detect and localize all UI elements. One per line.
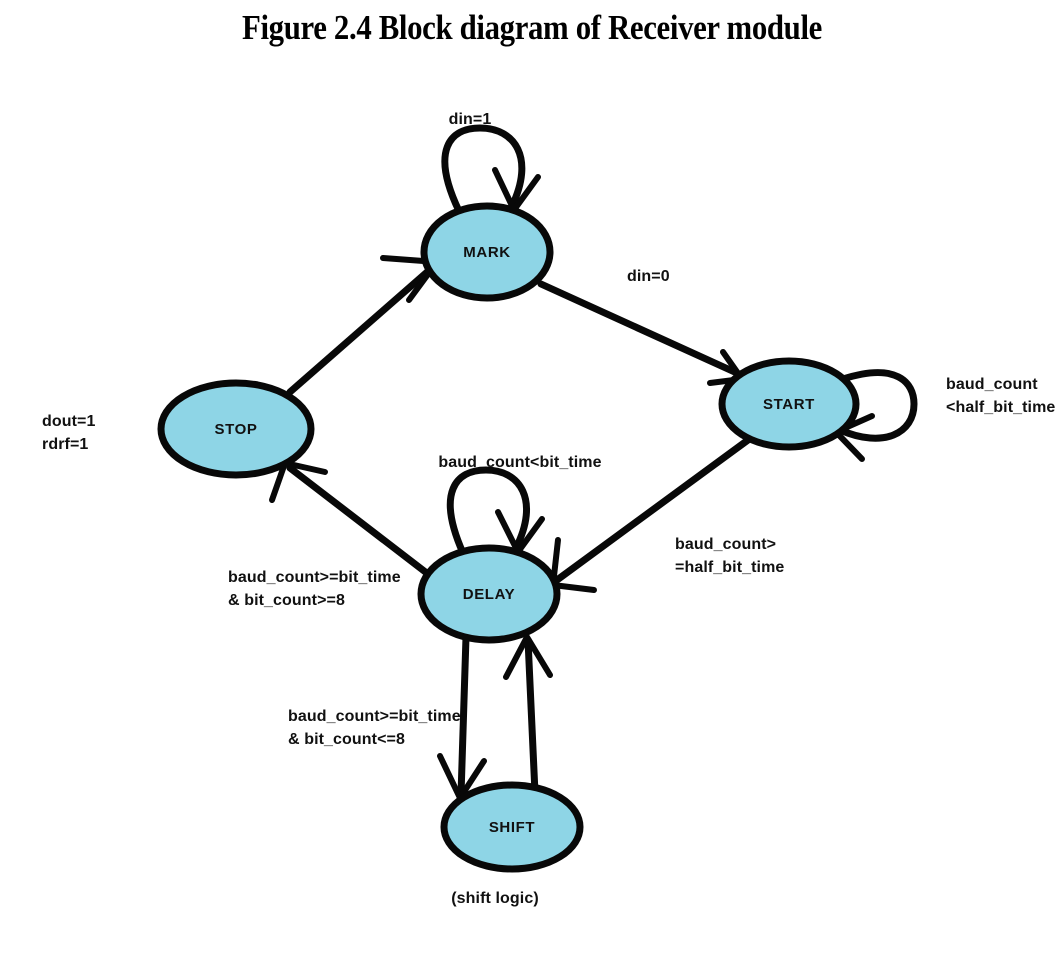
state-label-shift: SHIFT xyxy=(489,819,535,836)
state-ellipse xyxy=(420,202,554,302)
edge-delay-self-loop xyxy=(446,466,545,557)
edge-line xyxy=(286,262,438,396)
annotation-shift-caption: (shift logic) xyxy=(451,890,539,907)
state-ellipse xyxy=(157,379,315,479)
edge-delay-to-stop xyxy=(269,460,432,578)
edge-stop-to-mark xyxy=(286,255,440,396)
edge-shift-to-delay xyxy=(503,634,553,797)
edge-label-start-self-loop-line2: <half_bit_time xyxy=(946,399,1055,416)
edge-line xyxy=(446,466,530,557)
annotation-stop-outputs-line2: rdrf=1 xyxy=(42,436,88,453)
edge-line xyxy=(836,369,918,442)
edge-label-mark-self-loop: din=1 xyxy=(449,111,492,128)
state-node-delay[interactable]: DELAY xyxy=(417,544,561,644)
edge-line xyxy=(524,636,539,797)
edge-line xyxy=(286,464,432,578)
edge-line xyxy=(441,124,526,215)
edge-label-start-to-delay-line1: baud_count> xyxy=(675,536,776,553)
edge-line xyxy=(537,280,743,378)
state-label-mark: MARK xyxy=(463,244,510,261)
edge-label-start-to-delay-line2: =half_bit_time xyxy=(675,559,784,576)
state-ellipse xyxy=(417,544,561,644)
edge-label-delay-to-shift-line1: baud_count>=bit_time xyxy=(288,708,461,725)
edge-label-start-self-loop-line1: baud_count xyxy=(946,376,1038,393)
state-node-stop[interactable]: STOP xyxy=(157,379,315,479)
edge-mark-self-loop xyxy=(441,124,541,215)
state-label-stop: STOP xyxy=(215,421,258,438)
edge-label-delay-to-shift-line2: & bit_count<=8 xyxy=(288,731,405,748)
annotation-stop-outputs-line1: dout=1 xyxy=(42,413,96,430)
edge-label-delay-to-stop-line1: baud_count>=bit_time xyxy=(228,569,401,586)
edge-label-mark-to-start: din=0 xyxy=(627,268,670,285)
arrowhead-icon xyxy=(503,634,553,680)
state-label-start: START xyxy=(763,396,815,413)
edge-label-delay-to-stop-line2: & bit_count>=8 xyxy=(228,592,345,609)
edge-mark-to-start xyxy=(537,280,745,386)
state-ellipse xyxy=(440,781,584,873)
edge-label-delay-self-loop: baud_count<bit_time xyxy=(438,454,601,471)
edge-line xyxy=(553,436,752,584)
state-label-delay: DELAY xyxy=(463,586,515,603)
state-node-shift[interactable]: SHIFT xyxy=(440,781,584,873)
state-ellipse xyxy=(718,357,860,451)
page-title: Figure 2.4 Block diagram of Receiver mod… xyxy=(242,8,822,47)
state-node-mark[interactable]: MARK xyxy=(420,202,554,302)
state-node-start[interactable]: START xyxy=(718,357,860,451)
edge-line xyxy=(457,633,470,799)
